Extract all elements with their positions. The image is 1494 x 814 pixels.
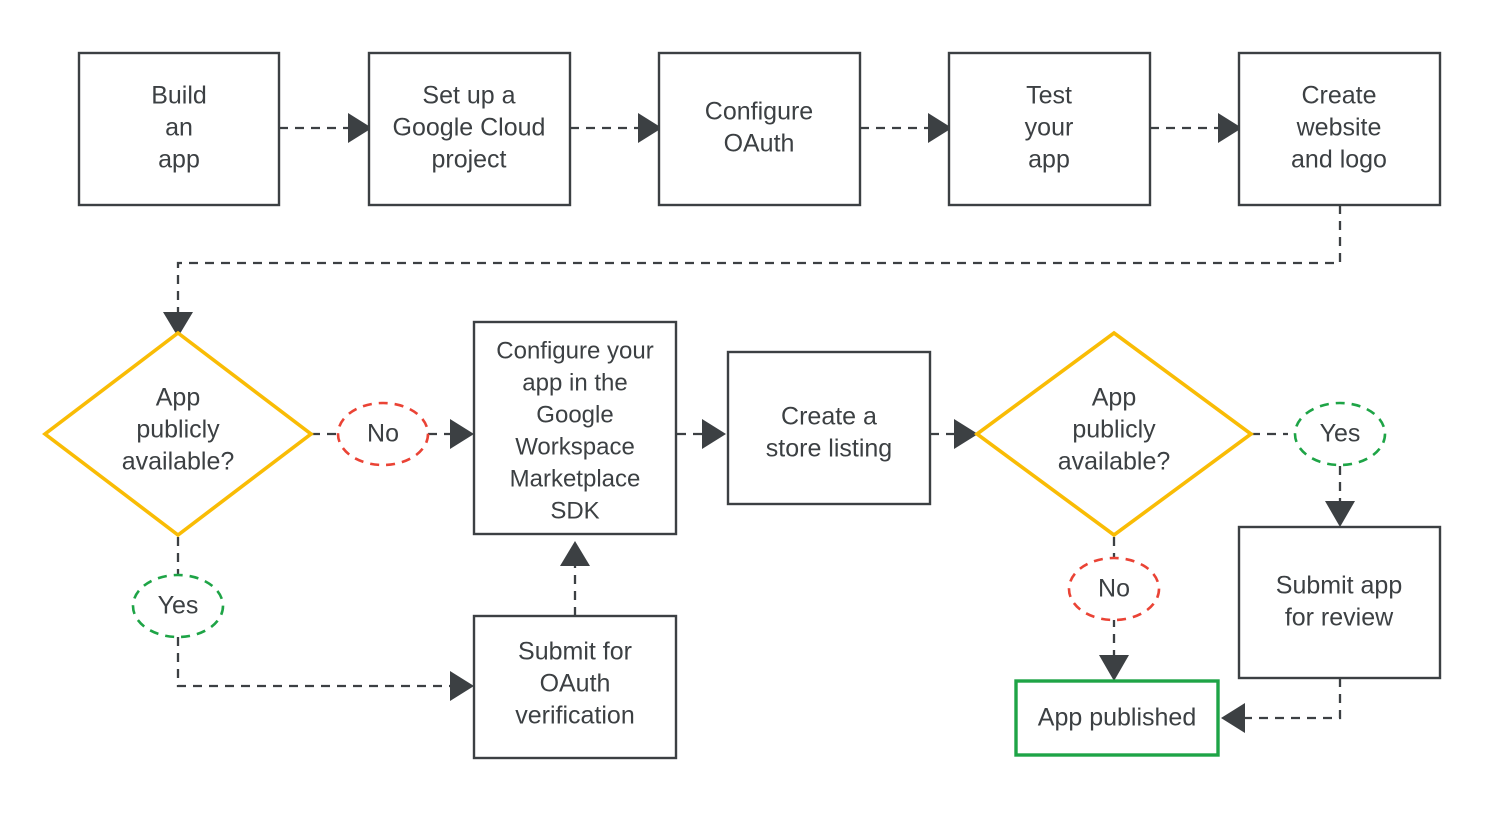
node-create-a-store-listing[interactable]: Create a store listing — [726, 350, 932, 506]
node-decision-app-publicly-available-right[interactable]: App publicly available? — [973, 330, 1255, 538]
node-configure-app-in-sdk-shape[interactable] — [472, 320, 678, 536]
node-build-an-app-line-1: an — [165, 114, 193, 142]
node-configure-app-in-sdk-line-0: Configure your — [496, 337, 653, 364]
edge-label-left-no-ellipse — [336, 401, 430, 467]
edge-label-right-no: No — [1067, 556, 1161, 622]
edge-label-right-no-ellipse — [1067, 556, 1161, 622]
edge-label-left-no: No — [336, 401, 430, 467]
node-decision-right-line-2: available? — [1058, 448, 1171, 476]
edge-label-left-yes-text: Yes — [158, 592, 199, 620]
node-app-published-label: App published — [1038, 704, 1196, 732]
node-configure-app-in-sdk-line-4: Marketplace — [510, 465, 641, 492]
node-submit-for-oauth-verification[interactable]: Submit for OAuth verification — [472, 614, 678, 760]
node-create-website-and-logo-line-0: Create — [1301, 82, 1376, 110]
node-test-your-app-line-0: Test — [1026, 82, 1072, 110]
node-configure-oauth-shape[interactable] — [657, 51, 862, 207]
node-submit-app-for-review-shape[interactable] — [1237, 525, 1442, 680]
node-set-up-gcp-project-line-1: Google Cloud — [393, 114, 546, 142]
node-app-published[interactable]: App published — [1014, 679, 1220, 757]
arrowhead-setup-to-oauth — [638, 113, 662, 143]
node-test-your-app-line-2: app — [1028, 146, 1070, 174]
node-build-an-app-shape[interactable] — [77, 51, 281, 207]
node-configure-oauth-line-0: Configure — [705, 98, 813, 126]
node-submit-app-for-review-line-1: for review — [1285, 604, 1394, 632]
edge-label-right-yes: Yes — [1293, 401, 1387, 467]
node-configure-app-in-sdk-line-2: Google — [536, 401, 613, 428]
node-create-website-and-logo-line-2: and logo — [1291, 146, 1387, 174]
node-configure-app-in-sdk-line-5: SDK — [550, 497, 599, 524]
node-test-your-app-line-1: your — [1025, 114, 1074, 142]
node-submit-app-for-review-line-0: Submit app — [1276, 572, 1402, 600]
node-submit-for-oauth-verification-line-2: verification — [515, 702, 635, 730]
node-test-your-app-shape[interactable] — [947, 51, 1152, 207]
node-set-up-gcp-project-shape[interactable] — [367, 51, 572, 207]
edges-layer: configure app SDK --> down, right -> sub… — [163, 113, 1355, 733]
node-configure-oauth-line-1: OAuth — [724, 130, 795, 158]
edge-label-left-yes-ellipse — [131, 573, 225, 639]
node-build-an-app-line-2: app — [158, 146, 200, 174]
node-configure-app-in-sdk-line-1: app in the — [522, 369, 627, 396]
node-create-website-and-logo-line-1: website — [1296, 114, 1382, 142]
node-create-website-and-logo[interactable]: Create website and logo — [1237, 51, 1442, 207]
node-configure-app-in-sdk[interactable]: Configure your app in the Google Workspa… — [472, 320, 678, 536]
node-create-a-store-listing-line-0: Create a — [781, 403, 877, 431]
arrowhead-decision-right-no — [1099, 655, 1129, 681]
node-build-an-app-line-0: Build — [151, 82, 207, 110]
node-configure-oauth[interactable]: Configure OAuth — [657, 51, 862, 207]
node-submit-for-oauth-verification-shape[interactable] — [472, 614, 678, 760]
node-decision-right-line-0: App — [1092, 384, 1136, 412]
edge-website-to-decision-left — [176, 205, 1342, 312]
edge-decision-left-yes-b — [176, 637, 450, 688]
edge-label-right-no-text: No — [1098, 575, 1130, 603]
node-app-published-shape[interactable] — [1014, 679, 1220, 757]
node-set-up-gcp-project-line-2: project — [431, 146, 506, 174]
arrowhead-decision-right-yes — [1325, 501, 1355, 527]
edge-label-left-no-text: No — [367, 420, 399, 448]
arrowhead-oauth-to-test — [928, 113, 952, 143]
node-configure-app-in-sdk-line-3: Workspace — [515, 433, 635, 460]
node-submit-for-oauth-verification-line-1: OAuth — [540, 670, 611, 698]
node-create-a-store-listing-shape[interactable] — [726, 350, 932, 506]
arrowhead-sdk-to-listing — [702, 419, 726, 449]
arrowhead-build-to-setup — [348, 113, 372, 143]
arrowhead-oauthverify-to-sdk — [560, 541, 590, 566]
node-decision-left-shape[interactable] — [42, 330, 314, 538]
node-submit-app-for-review[interactable]: Submit app for review — [1237, 525, 1442, 680]
node-create-a-store-listing-line-1: store listing — [766, 435, 892, 463]
edge-label-left-yes: Yes — [131, 573, 225, 639]
node-decision-app-publicly-available-left[interactable]: App publicly available? — [42, 330, 314, 538]
node-decision-right-shape[interactable] — [973, 330, 1255, 538]
node-test-your-app[interactable]: Test your app — [947, 51, 1152, 207]
node-build-an-app[interactable]: Build an app — [77, 51, 281, 207]
edge-label-right-yes-ellipse — [1293, 401, 1387, 467]
arrowhead-test-to-website — [1218, 113, 1242, 143]
arrowhead-decision-left-no — [450, 419, 474, 449]
node-submit-for-oauth-verification-line-0: Submit for — [518, 638, 632, 666]
node-decision-left-line-1: publicly — [136, 416, 220, 444]
edge-review-to-published — [1245, 678, 1342, 720]
arrowhead-listing-to-decision-right — [954, 419, 978, 449]
node-decision-right-line-1: publicly — [1072, 416, 1156, 444]
edge-label-right-yes-text: Yes — [1320, 420, 1361, 448]
arrowhead-decision-left-yes — [450, 671, 474, 701]
node-decision-left-line-0: App — [156, 384, 200, 412]
arrowhead-review-to-published — [1221, 703, 1245, 733]
node-set-up-gcp-project[interactable]: Set up a Google Cloud project — [367, 51, 572, 207]
node-create-website-and-logo-shape[interactable] — [1237, 51, 1442, 207]
node-decision-left-line-2: available? — [122, 448, 235, 476]
node-set-up-gcp-project-line-0: Set up a — [422, 82, 515, 110]
arrowhead-website-to-decision-left — [163, 312, 193, 337]
